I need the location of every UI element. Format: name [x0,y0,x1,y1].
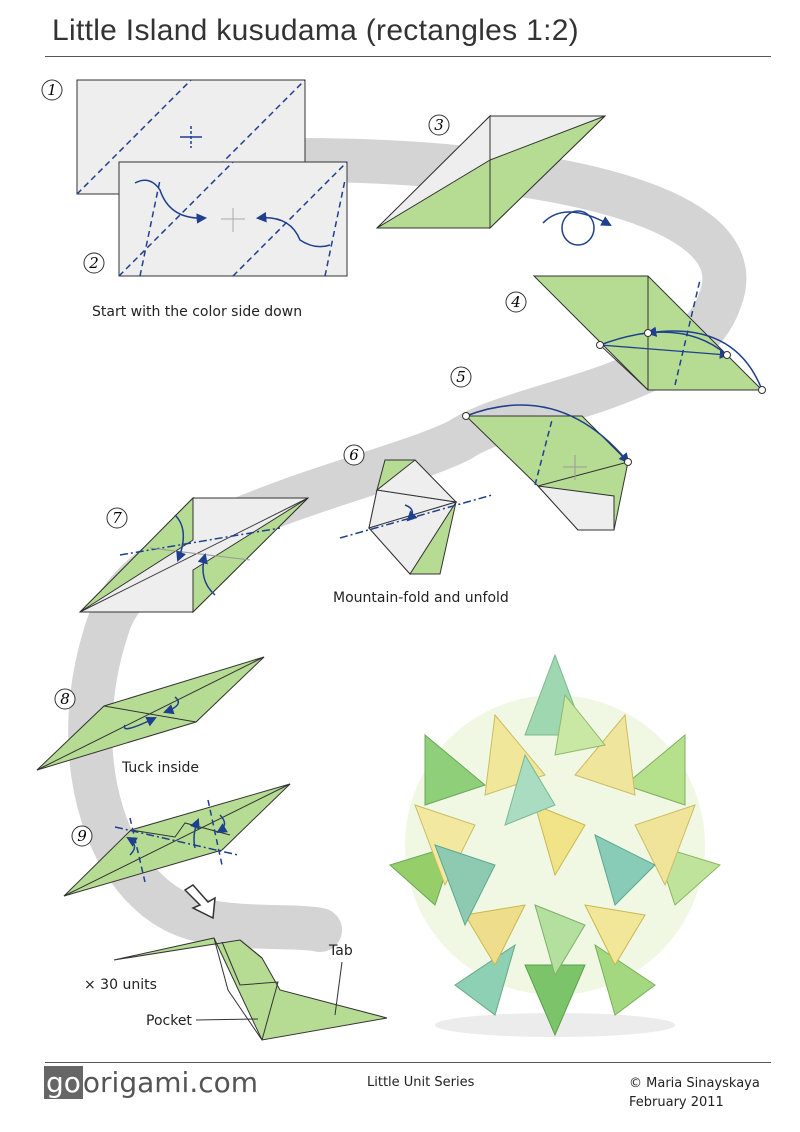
caption-mountain-fold: Mountain-fold and unfold [333,590,509,606]
site-logo: goorigami.com [44,1066,258,1099]
kusudama-photo [389,653,721,1037]
turn-over-icon [542,210,612,246]
step-7-diagram [78,496,310,614]
step-9-number: 9 [77,827,87,845]
footer-rule [45,1062,771,1063]
caption-tuck-inside: Tuck inside [122,760,199,776]
logo-rest: origami.com [82,1066,259,1099]
step-2-diagram [118,161,348,277]
step-4-number: 4 [510,293,521,311]
step-6-diagram [339,459,493,575]
step-3-badge [428,114,450,136]
step-5-badge [450,366,472,388]
logo-go: go [44,1066,83,1099]
step-2-badge [83,252,105,274]
caption-units: × 30 units [84,977,157,993]
gray-swoosh-path [68,138,747,952]
title-rule [45,56,771,57]
step-6-number: 6 [349,446,359,464]
step-8-diagram [36,656,265,771]
caption-tab: Tab [329,943,353,959]
step-7-badge [106,507,128,529]
next-arrow-icon [183,884,216,920]
step-6-badge [343,444,365,466]
caption-pocket: Pocket [146,1013,192,1029]
step-8-number: 8 [60,690,70,708]
caption-start: Start with the color side down [92,304,303,320]
step-2-number: 2 [88,254,99,272]
step-8-badge [54,688,76,710]
step-1-number: 1 [47,81,57,99]
credits: © Maria Sinayskaya February 2011 [629,1074,760,1112]
copyright: © Maria Sinayskaya [629,1076,760,1091]
step-5-diagram [462,404,632,531]
step-4-diagram [532,275,766,394]
series-label: Little Unit Series [367,1075,475,1090]
date: February 2011 [629,1095,724,1110]
step-5-number: 5 [456,368,466,386]
step-3-number: 3 [434,116,444,134]
step-7-number: 7 [112,509,122,527]
step-1-badge [41,79,63,101]
step-9-diagram [63,783,291,897]
final-unit-diagram [113,937,388,1041]
step-9-badge [71,825,93,847]
step-4-badge [505,291,527,313]
page-title: Little Island kusudama (rectangles 1:2) [52,14,579,47]
step-3-diagram [375,114,607,230]
